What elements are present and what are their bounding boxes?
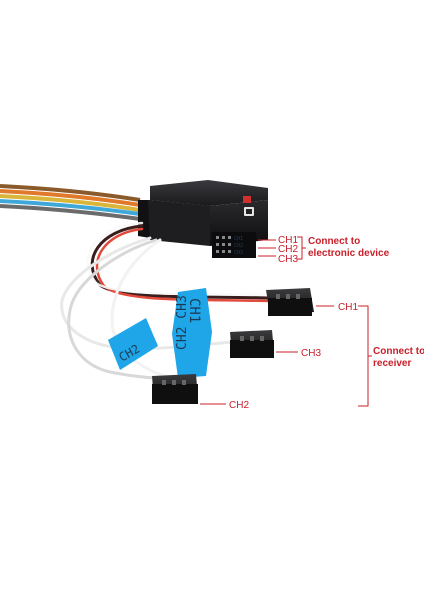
label-connect-receiver-line1: Connect to: [373, 346, 424, 357]
servo-connector-ch1: [266, 288, 314, 316]
port-row2-label: CH2: [234, 243, 243, 249]
label-receiver-ch2: CH2: [229, 400, 249, 411]
label-connect-receiver-line2: receiver: [373, 358, 411, 369]
module-port-grid: CH1 CH2 CH3: [212, 232, 256, 258]
label-device-ch3: CH3: [278, 254, 298, 265]
ribbon-cable: [0, 184, 141, 221]
wire-tag-large: CH1 CH2 CH3: [172, 288, 212, 378]
annotation-lines: [200, 236, 372, 407]
label-connect-device-line2: electronic device: [308, 248, 390, 259]
wire-tag-small: CH2: [108, 318, 158, 370]
label-connect-device-line1: Connect to: [308, 236, 360, 247]
wire-tag-large-top: CH1: [186, 298, 202, 323]
label-receiver-ch3: CH3: [301, 348, 321, 359]
servo-connector-ch3: [230, 330, 274, 358]
servo-connector-ch2: [152, 374, 198, 404]
port-row3-label: CH3: [234, 250, 243, 256]
label-receiver-ch1: CH1: [338, 302, 358, 313]
led-indicator-icon: [243, 196, 251, 203]
port-row1-label: CH1: [234, 236, 243, 242]
label-device-ch1: CH1: [278, 235, 298, 246]
wire-tag-large-bottom: CH2 CH3: [175, 295, 190, 350]
label-device-ch2: CH2: [278, 244, 298, 255]
